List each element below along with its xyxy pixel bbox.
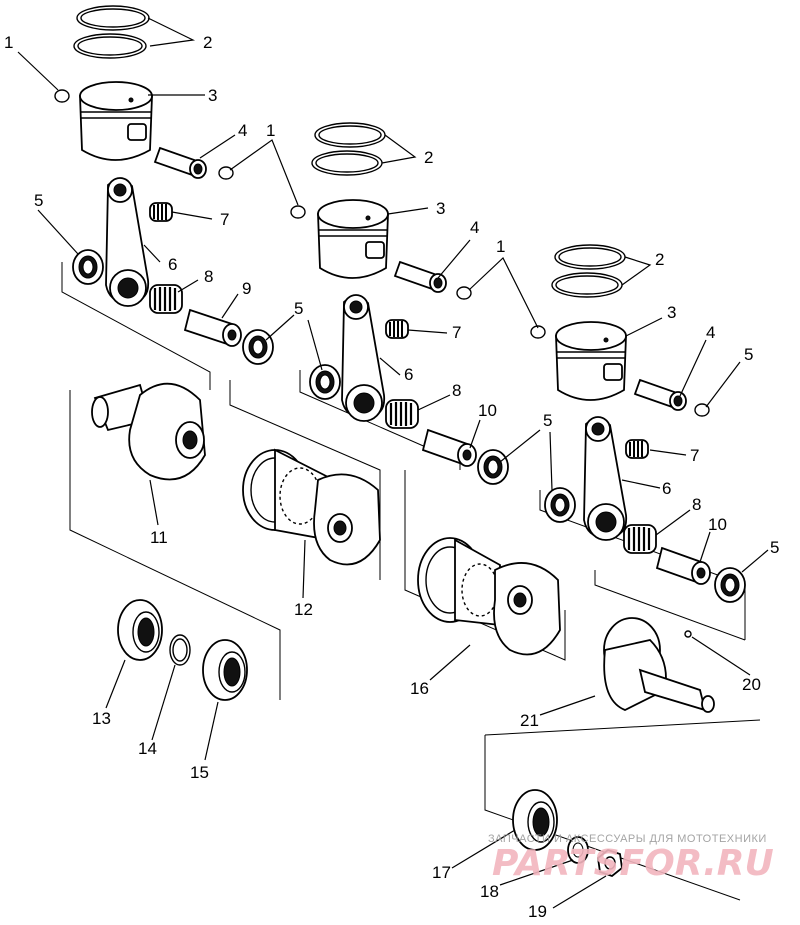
circlip-2b bbox=[456, 286, 472, 300]
callout-1c: 1 bbox=[496, 237, 505, 256]
connecting-rod-1 bbox=[105, 177, 150, 307]
callout-12: 12 bbox=[294, 600, 313, 619]
callout-3a: 3 bbox=[208, 86, 217, 105]
piston-ring-1b bbox=[73, 33, 147, 59]
crank-center-section-16 bbox=[417, 537, 561, 656]
callout-5e: 5 bbox=[770, 538, 779, 557]
needle-bearing-7c bbox=[625, 439, 649, 459]
callout-6a: 6 bbox=[168, 255, 177, 274]
piston-assembly-2 bbox=[290, 122, 509, 485]
callout-16: 16 bbox=[410, 679, 429, 698]
piston-2 bbox=[317, 199, 389, 279]
callout-10b: 10 bbox=[478, 401, 497, 420]
piston-1 bbox=[79, 81, 153, 161]
callout-15: 15 bbox=[190, 763, 209, 782]
callout-5c: 5 bbox=[543, 411, 552, 430]
crank-pin-10b bbox=[655, 546, 711, 585]
washer-18 bbox=[567, 836, 589, 864]
thrust-washer-5a bbox=[72, 249, 104, 285]
thrust-washer-5f bbox=[714, 567, 746, 603]
thrust-washer-5b bbox=[242, 329, 274, 365]
piston-3 bbox=[555, 321, 627, 401]
crank-pin-10a bbox=[421, 428, 477, 467]
connecting-rod-2 bbox=[341, 294, 386, 422]
callout-19: 19 bbox=[528, 902, 547, 921]
snap-ring-14 bbox=[169, 634, 191, 666]
callout-20: 20 bbox=[742, 675, 761, 694]
needle-bearing-7a bbox=[149, 202, 173, 222]
callout-3c: 3 bbox=[667, 303, 676, 322]
callout-2c: 2 bbox=[655, 250, 664, 269]
crank-center-section-12 bbox=[242, 448, 381, 566]
wrist-pin-2 bbox=[393, 260, 447, 293]
main-bearing-13 bbox=[117, 599, 163, 661]
main-bearing-17 bbox=[512, 789, 558, 851]
callout-1d: 5 bbox=[744, 345, 753, 364]
thrust-washer-5d bbox=[477, 449, 509, 485]
callout-7b: 7 bbox=[452, 323, 461, 342]
callout-18: 18 bbox=[480, 882, 499, 901]
piston-assembly-3 bbox=[530, 244, 746, 603]
main-bearing-15 bbox=[202, 639, 248, 701]
circlip-3a bbox=[530, 325, 546, 339]
assembly-group-outlines bbox=[61, 262, 761, 901]
callout-labels: 1 2 3 4 5 6 7 8 9 1 2 3 4 5 6 7 8 10 1 2… bbox=[4, 33, 779, 921]
callout-1b: 1 bbox=[266, 121, 275, 140]
callout-13: 13 bbox=[92, 709, 111, 728]
callout-14: 14 bbox=[138, 739, 157, 758]
needle-bearing-8b bbox=[385, 399, 419, 429]
callout-7c: 7 bbox=[690, 446, 699, 465]
callout-17: 17 bbox=[432, 863, 451, 882]
watermark-tagline: ЗАПЧАСТИ И АКСЕССУАРЫ ДЛЯ МОТОТЕХНИКИ bbox=[488, 833, 767, 845]
callout-2a: 2 bbox=[203, 33, 212, 52]
needle-bearing-7b bbox=[385, 319, 409, 339]
piston-assembly-1 bbox=[54, 5, 274, 365]
callout-1a: 1 bbox=[4, 33, 13, 52]
callout-7a: 7 bbox=[220, 210, 229, 229]
callout-21: 21 bbox=[520, 711, 539, 730]
callout-6b: 6 bbox=[404, 365, 413, 384]
callout-9: 9 bbox=[242, 279, 251, 298]
watermark-brand: PARTSFOR.RU bbox=[492, 843, 774, 884]
callout-4c: 4 bbox=[706, 323, 715, 342]
crank-end-section-21 bbox=[603, 617, 715, 713]
callout-5a: 5 bbox=[34, 191, 43, 210]
wrist-pin-1 bbox=[153, 146, 207, 179]
callout-4a: 4 bbox=[238, 121, 247, 140]
wrist-pin-3 bbox=[633, 378, 687, 411]
callout-8b: 8 bbox=[452, 381, 461, 400]
thrust-washer-5c bbox=[309, 364, 341, 400]
crank-end-section-11 bbox=[91, 382, 206, 481]
needle-bearing-8a bbox=[149, 284, 183, 314]
callout-11: 11 bbox=[150, 528, 168, 547]
callout-8c: 8 bbox=[692, 495, 701, 514]
leader-lines bbox=[17, 17, 769, 909]
circlip-1b bbox=[218, 166, 234, 180]
circlip-1a bbox=[54, 89, 70, 103]
connecting-rod-3 bbox=[583, 416, 628, 541]
callout-10c: 10 bbox=[708, 515, 727, 534]
circlip-2a bbox=[290, 205, 306, 219]
nut-19 bbox=[597, 848, 623, 878]
callout-5b: 5 bbox=[294, 299, 303, 318]
callout-6c: 6 bbox=[662, 479, 671, 498]
watermark: ЗАПЧАСТИ И АКСЕССУАРЫ ДЛЯ МОТОТЕХНИКИ PA… bbox=[488, 833, 774, 884]
callout-4b: 4 bbox=[470, 218, 479, 237]
callout-2b: 2 bbox=[424, 148, 433, 167]
circlip-3b bbox=[694, 403, 710, 417]
needle-bearing-8c bbox=[623, 524, 657, 554]
thrust-washer-5e bbox=[544, 487, 576, 523]
crank-pin-9 bbox=[183, 308, 242, 347]
callout-3b: 3 bbox=[436, 199, 445, 218]
callout-8a: 8 bbox=[204, 267, 213, 286]
